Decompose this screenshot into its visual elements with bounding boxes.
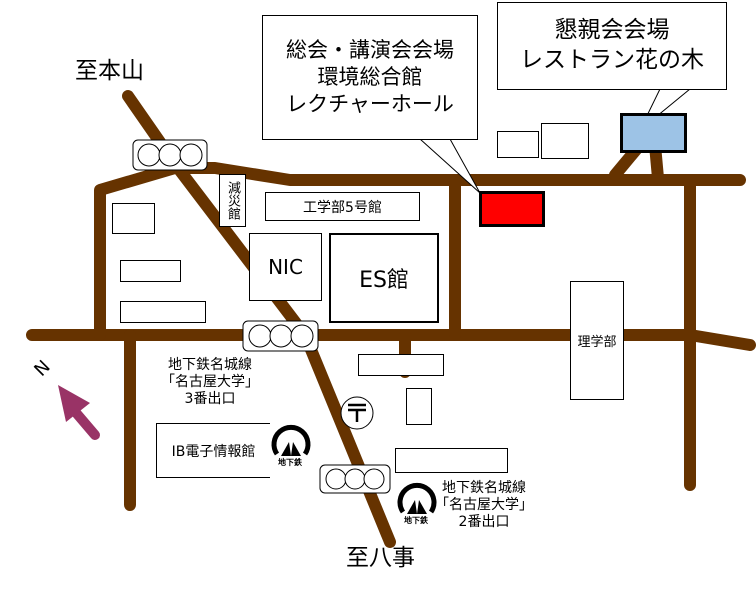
direction-bottom-label: 至八事: [346, 545, 415, 571]
callout-party: 懇親会会場 レストラン花の木: [497, 2, 727, 90]
building-nic: NIC: [249, 233, 322, 301]
venue-building[interactable]: [479, 191, 545, 227]
subway-logo-text: 地下鉄: [278, 458, 302, 467]
subway-logo-text: 地下鉄: [404, 516, 428, 525]
building-eng5: 工学部5号館: [265, 192, 420, 221]
subway-exit-2-label: 地下鉄名城線 「名古屋大学」 2番出口: [435, 480, 533, 530]
building: [120, 301, 206, 323]
building: [541, 123, 589, 159]
restaurant-building[interactable]: [620, 113, 687, 153]
building-science: 理学部: [570, 281, 624, 400]
building: [120, 260, 181, 282]
building: [497, 131, 539, 158]
road-main-horizontal: [26, 329, 756, 351]
building-ib: IB電子情報館: [156, 423, 270, 478]
subway-logo-icon: [271, 424, 311, 456]
building: [395, 448, 508, 473]
north-arrow-icon: [58, 385, 100, 440]
traffic-light: [242, 320, 319, 352]
building-bousai: 減災館: [219, 174, 246, 227]
building: [358, 354, 444, 376]
traffic-light: [319, 464, 391, 494]
post-office-icon: [340, 396, 374, 430]
building-es: ES館: [329, 233, 439, 323]
subway-logo-icon: [397, 482, 437, 514]
building: [406, 388, 432, 425]
callout-venue: 総会・講演会会場 環境総合館 レクチャーホール: [262, 15, 478, 140]
direction-top-label: 至本山: [75, 58, 144, 84]
road-diagonal: [122, 90, 396, 548]
subway-exit-3-label: 地下鉄名城線 「名古屋大学」 3番出口: [161, 357, 259, 407]
traffic-light: [132, 139, 208, 171]
building: [112, 203, 155, 234]
